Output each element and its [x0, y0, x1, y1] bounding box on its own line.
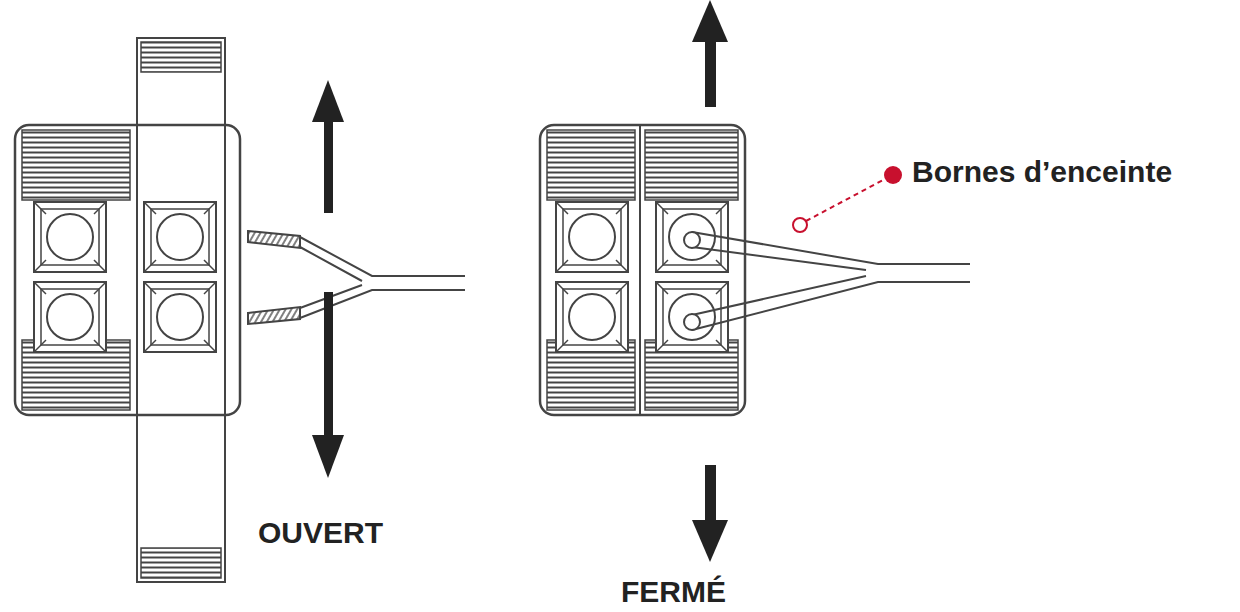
- state-label: FERMÉ: [621, 575, 726, 610]
- open-terminal-block: [15, 38, 240, 582]
- inserted-wires: [684, 232, 970, 330]
- closed-terminal-block: [540, 125, 745, 415]
- arrows: [312, 80, 344, 478]
- stripped-wires: [248, 231, 465, 324]
- state-label: OUVERT: [258, 516, 383, 551]
- leader-line: [793, 166, 902, 232]
- arrows: [692, 0, 728, 562]
- part-name: Bornes d’enceinte: [912, 155, 1172, 190]
